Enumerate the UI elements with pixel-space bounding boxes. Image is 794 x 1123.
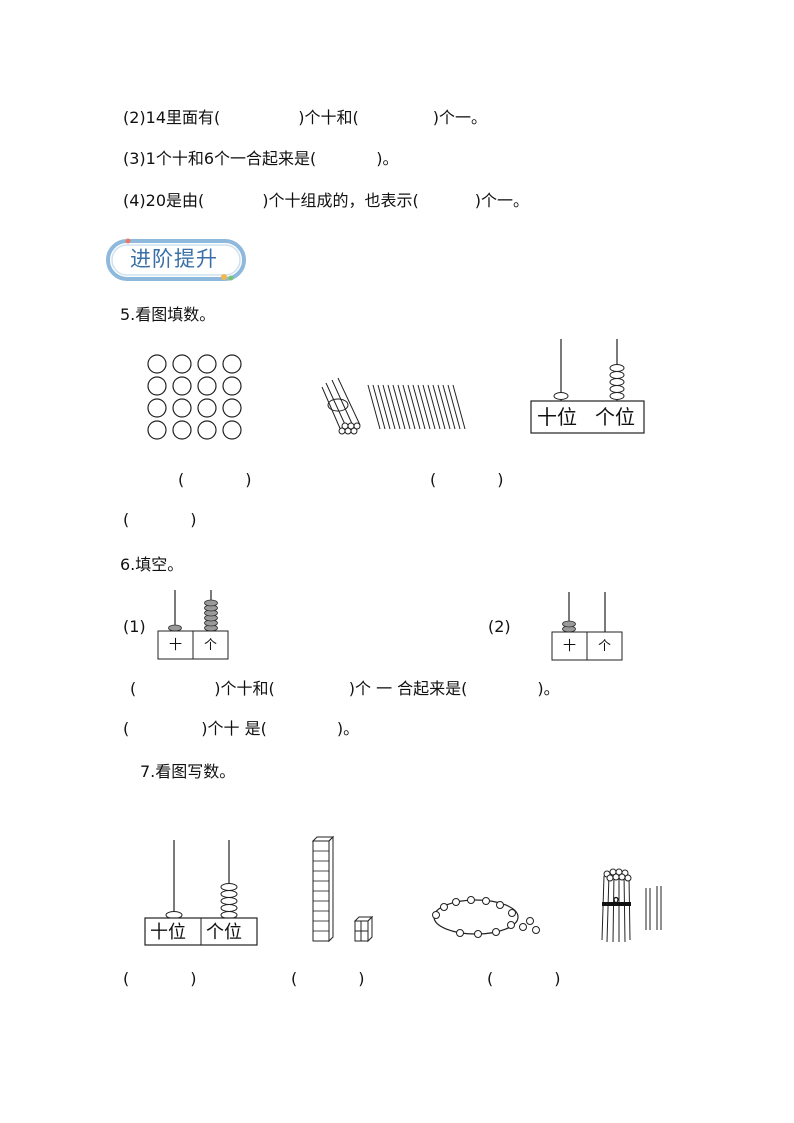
section-badge-title: 进阶提升 [130,247,218,271]
q2-mid: )个十和( [298,108,359,127]
q5-blank-2[interactable]: ( ) [430,470,504,489]
q5-abacus-tens-label: 十位 [537,405,577,429]
q2-line: (2)14里面有( )个十和( )个一。 [123,108,487,128]
q6-abacus-1-icon [157,590,229,660]
q3-line: (3)1个十和6个一合起来是( )。 [123,149,399,169]
q3-label: (3)1个十和6个一合起来是( [123,149,317,168]
q7-title: 7.看图写数。 [140,762,236,781]
q4-mid: )个十组成的，也表示( [262,191,419,210]
q6-abacus-2-tens-label: 十 [563,639,577,654]
q5-abacus-icon [530,339,645,434]
q6-abacus-2-ones-label: 个 [598,639,612,654]
q7-blank-3[interactable]: ( ) [487,969,561,988]
q2-label: (2)14里面有( [123,108,221,127]
q6-line1-mid: )个十和( [214,679,275,698]
bead-ring-icon [432,896,540,938]
q5-blank-1[interactable]: ( ) [178,470,252,489]
q5-title: 5.看图填数。 [120,305,216,324]
q7-abacus-tens-label: 十位 [150,922,186,943]
stick-bundle-icon [321,377,361,435]
q6-abacus-1-ones-label: 个 [204,638,218,653]
q6-line1-end: )。 [537,679,560,698]
q6-line1-open: ( [130,679,137,698]
circle-grid-icon [147,354,242,440]
q5-blank-3[interactable]: ( ) [123,510,197,529]
q6-sub2-label: (2) [488,617,511,636]
q4-line: (4)20是由( )个十组成的，也表示( )个一。 [123,191,529,211]
q6-line2: ( )个十 是( )。 [123,719,359,739]
q7-abacus-ones-label: 个位 [206,922,242,943]
q6-line2-end: )。 [336,719,360,738]
ten-rod-icon [311,835,335,943]
q6-line2-mid: )个十 是( [201,719,267,738]
q3-end: )。 [376,149,399,168]
q6-sub1-label: (1) [123,617,146,636]
q7-blank-2[interactable]: ( ) [291,969,365,988]
q5-abacus-ones-label: 个位 [595,405,635,429]
q6-line1: ( )个十和( )个 一 合起来是( )。 [130,679,560,699]
q6-line1-mid2: )个 一 合起来是( [348,679,468,698]
section-badge-frame [106,238,246,281]
q6-title: 6.填空。 [120,555,184,574]
q7-stick-bundle-icon [601,868,662,943]
q6-abacus-2-icon [551,592,623,661]
q6-line2-open: ( [123,719,130,738]
q7-abacus-icon [144,840,258,946]
q6-abacus-1-tens-label: 十 [169,638,183,653]
q7-blank-1[interactable]: ( ) [123,969,197,988]
unit-cube-icon [353,915,374,943]
q2-end: )个一。 [432,108,488,127]
loose-sticks-icon [367,384,466,430]
q4-label: (4)20是由( [123,191,205,210]
q4-end: )个一。 [474,191,530,210]
